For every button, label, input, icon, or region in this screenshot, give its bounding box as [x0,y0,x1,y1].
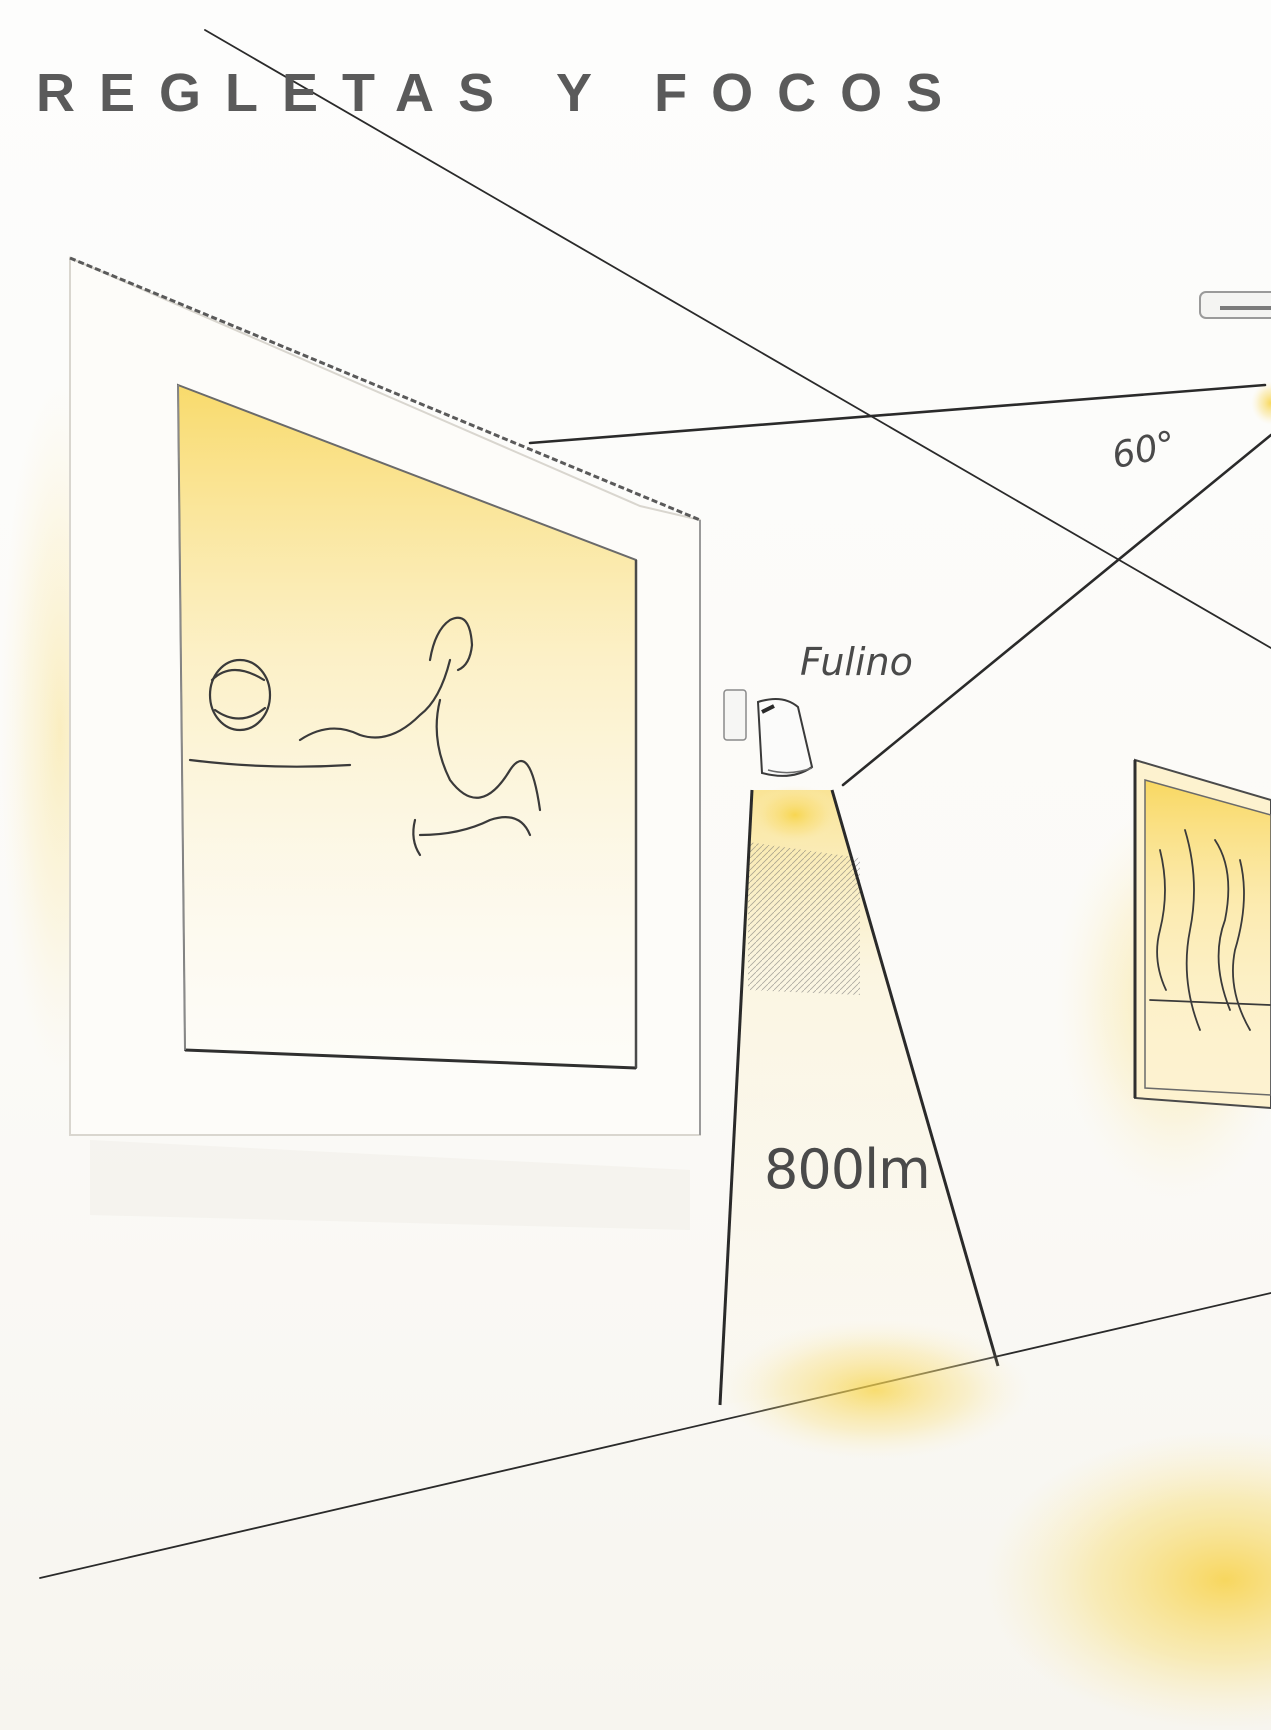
luminous-flux-label: 800lm [764,1138,930,1201]
painting-left-shadow [90,1140,690,1230]
spotlight-icon [724,690,812,776]
wall-track-icon [1200,292,1271,425]
spotlight-model-label: Fulino [800,640,913,684]
floor-light-pool [720,1320,1030,1460]
spotlight-beam [720,785,998,1405]
painting-right [1055,760,1271,1200]
floor-light-pool-right [985,1430,1271,1730]
painting-left [70,258,700,1135]
page-title: REGLETAS Y FOCOS [36,62,966,124]
